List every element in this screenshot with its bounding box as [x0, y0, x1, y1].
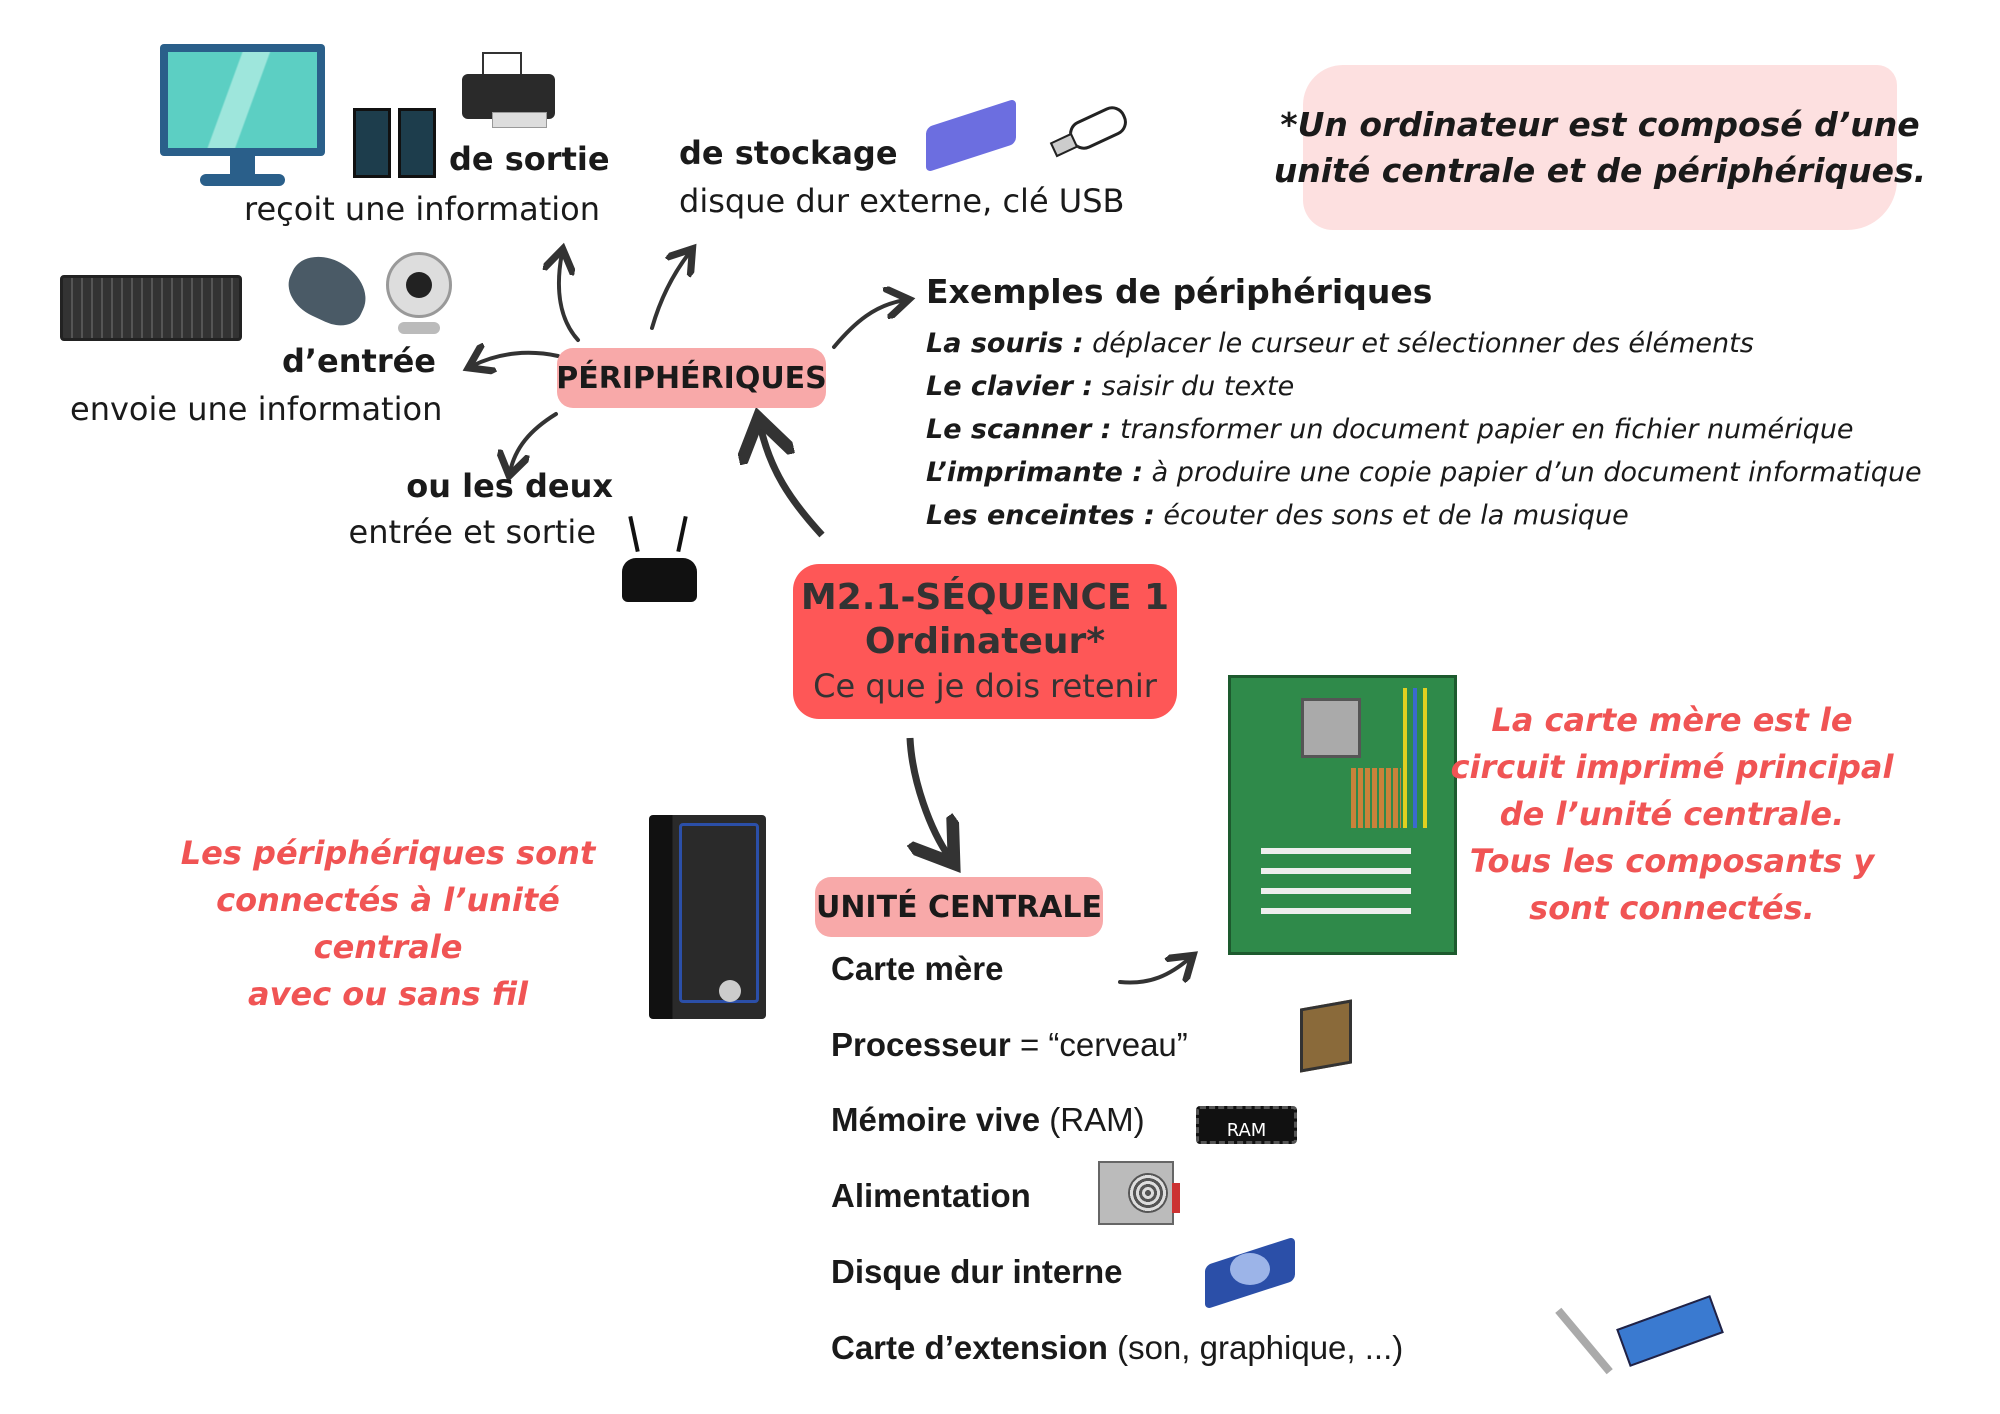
uc-term: Carte mère	[831, 950, 1004, 987]
exemple-term: Le scanner :	[926, 414, 1112, 445]
exemple-term: L’imprimante :	[926, 457, 1144, 488]
exemples-list: La souris : déplacer le curseur et sélec…	[926, 322, 1922, 537]
note-line: *Un ordinateur est composé d’une	[1280, 104, 1920, 144]
uc-term: Processeur	[831, 1026, 1011, 1063]
uc-extra: = “cerveau”	[1010, 1026, 1188, 1063]
exemple-term: Les enceintes :	[926, 500, 1155, 531]
exemple-item: Les enceintes : écouter des sons et de l…	[926, 494, 1922, 537]
peripheriques-node: PÉRIPHÉRIQUES	[556, 348, 827, 408]
exemple-term: La souris :	[926, 328, 1084, 359]
left-note: Les périphériques sont connectés à l’uni…	[138, 830, 638, 1018]
exemple-desc: écouter des sons et de la musique	[1163, 500, 1629, 531]
exemple-item: Le clavier : saisir du texte	[926, 365, 1922, 408]
right-note-line: sont connectés.	[1529, 889, 1815, 927]
uc-extra: (son, graphique, ...)	[1107, 1329, 1404, 1366]
left-note-line: connectés à l’unité centrale	[216, 881, 560, 966]
arrow-to-entree	[472, 353, 560, 366]
stockage-title: de stockage	[679, 134, 898, 172]
uc-item-carte-mere: Carte mère	[831, 950, 1003, 988]
right-note-line: de l’unité centrale.	[1499, 795, 1845, 833]
exemple-item: L’imprimante : à produire une copie papi…	[926, 451, 1922, 494]
uc-term: Mémoire vive	[831, 1101, 1041, 1138]
uc-item-processeur: Processeur = “cerveau”	[831, 1026, 1188, 1064]
arrow-to-exemples	[832, 300, 905, 349]
exemple-desc: déplacer le curseur et sélectionner des …	[1092, 328, 1754, 359]
uc-item-disque: Disque dur interne	[831, 1253, 1123, 1291]
right-note-line: Tous les composants y	[1469, 842, 1875, 880]
computer-tower-icon	[649, 815, 766, 1019]
exemple-desc: transformer un document papier en fichie…	[1120, 414, 1854, 445]
arrow-to-stockage	[650, 252, 690, 330]
uc-item-memoire: Mémoire vive (RAM)	[831, 1101, 1145, 1139]
uc-extra: (RAM)	[1040, 1101, 1145, 1138]
exemple-term: Le clavier :	[926, 371, 1094, 402]
uc-item-carte-extension: Carte d’extension (son, graphique, ...)	[831, 1329, 1403, 1367]
exemple-item: Le scanner : transformer un document pap…	[926, 408, 1922, 451]
unite-centrale-node: UNITÉ CENTRALE	[815, 877, 1103, 937]
arrow-central-to-unite	[906, 737, 950, 858]
motherboard-icon	[1228, 675, 1457, 955]
exemple-item: La souris : déplacer le curseur et sélec…	[926, 322, 1922, 365]
uc-term: Alimentation	[831, 1177, 1031, 1214]
note-line: unité centrale et de périphériques.	[1273, 150, 1927, 190]
speakers-icon	[353, 108, 436, 178]
router-icon	[622, 515, 697, 604]
stockage-desc: disque dur externe, clé USB	[679, 182, 1125, 220]
central-title: M2.1-SÉQUENCE 1	[800, 576, 1170, 618]
printer-icon	[462, 52, 555, 130]
deux-title: ou les deux	[406, 467, 613, 505]
expansion-card-icon	[1555, 1293, 1727, 1389]
power-supply-icon	[1098, 1161, 1180, 1225]
arrow-central-to-peripheriques	[760, 425, 825, 538]
uc-term: Carte d’extension	[831, 1329, 1108, 1366]
arrow-to-carte-mere	[1118, 958, 1190, 985]
central-node: M2.1-SÉQUENCE 1 Ordinateur* Ce que je do…	[793, 564, 1177, 719]
arrow-to-deux	[510, 412, 558, 472]
left-note-line: Les périphériques sont	[180, 834, 596, 872]
left-note-line: avec ou sans fil	[248, 975, 528, 1013]
keyboard-icon	[60, 275, 242, 341]
exemple-desc: saisir du texte	[1101, 371, 1295, 402]
external-hard-drive-icon	[916, 98, 1026, 181]
monitor-icon	[160, 44, 325, 188]
uc-term: Disque dur interne	[831, 1253, 1123, 1290]
right-note-line: circuit imprimé principal	[1450, 748, 1894, 786]
arrow-to-sortie	[559, 253, 580, 342]
exemples-title: Exemples de périphériques	[926, 272, 1433, 311]
right-note-line: La carte mère est le	[1491, 701, 1853, 739]
sortie-title: de sortie	[449, 140, 610, 178]
ram-icon: RAM	[1196, 1106, 1297, 1144]
internal-hard-drive-icon	[1200, 1236, 1300, 1310]
central-tagline: Ce que je dois retenir	[813, 666, 1157, 705]
central-subtitle: Ordinateur*	[864, 620, 1106, 662]
deux-desc: entrée et sortie	[348, 513, 596, 551]
uc-item-alimentation: Alimentation	[831, 1177, 1031, 1215]
right-note: La carte mère est le circuit imprimé pri…	[1422, 697, 1922, 932]
processor-icon	[1300, 999, 1352, 1073]
ram-label: RAM	[1226, 1120, 1267, 1141]
entree-desc: envoie une information	[70, 390, 443, 428]
entree-title: d’entrée	[281, 342, 436, 380]
sortie-desc: reçoit une information	[244, 190, 601, 228]
webcam-icon	[386, 252, 452, 336]
usb-key-icon	[1048, 101, 1132, 161]
definition-note: *Un ordinateur est composé d’une unité c…	[1274, 65, 1926, 230]
exemple-desc: à produire une copie papier d’un documen…	[1151, 457, 1922, 488]
